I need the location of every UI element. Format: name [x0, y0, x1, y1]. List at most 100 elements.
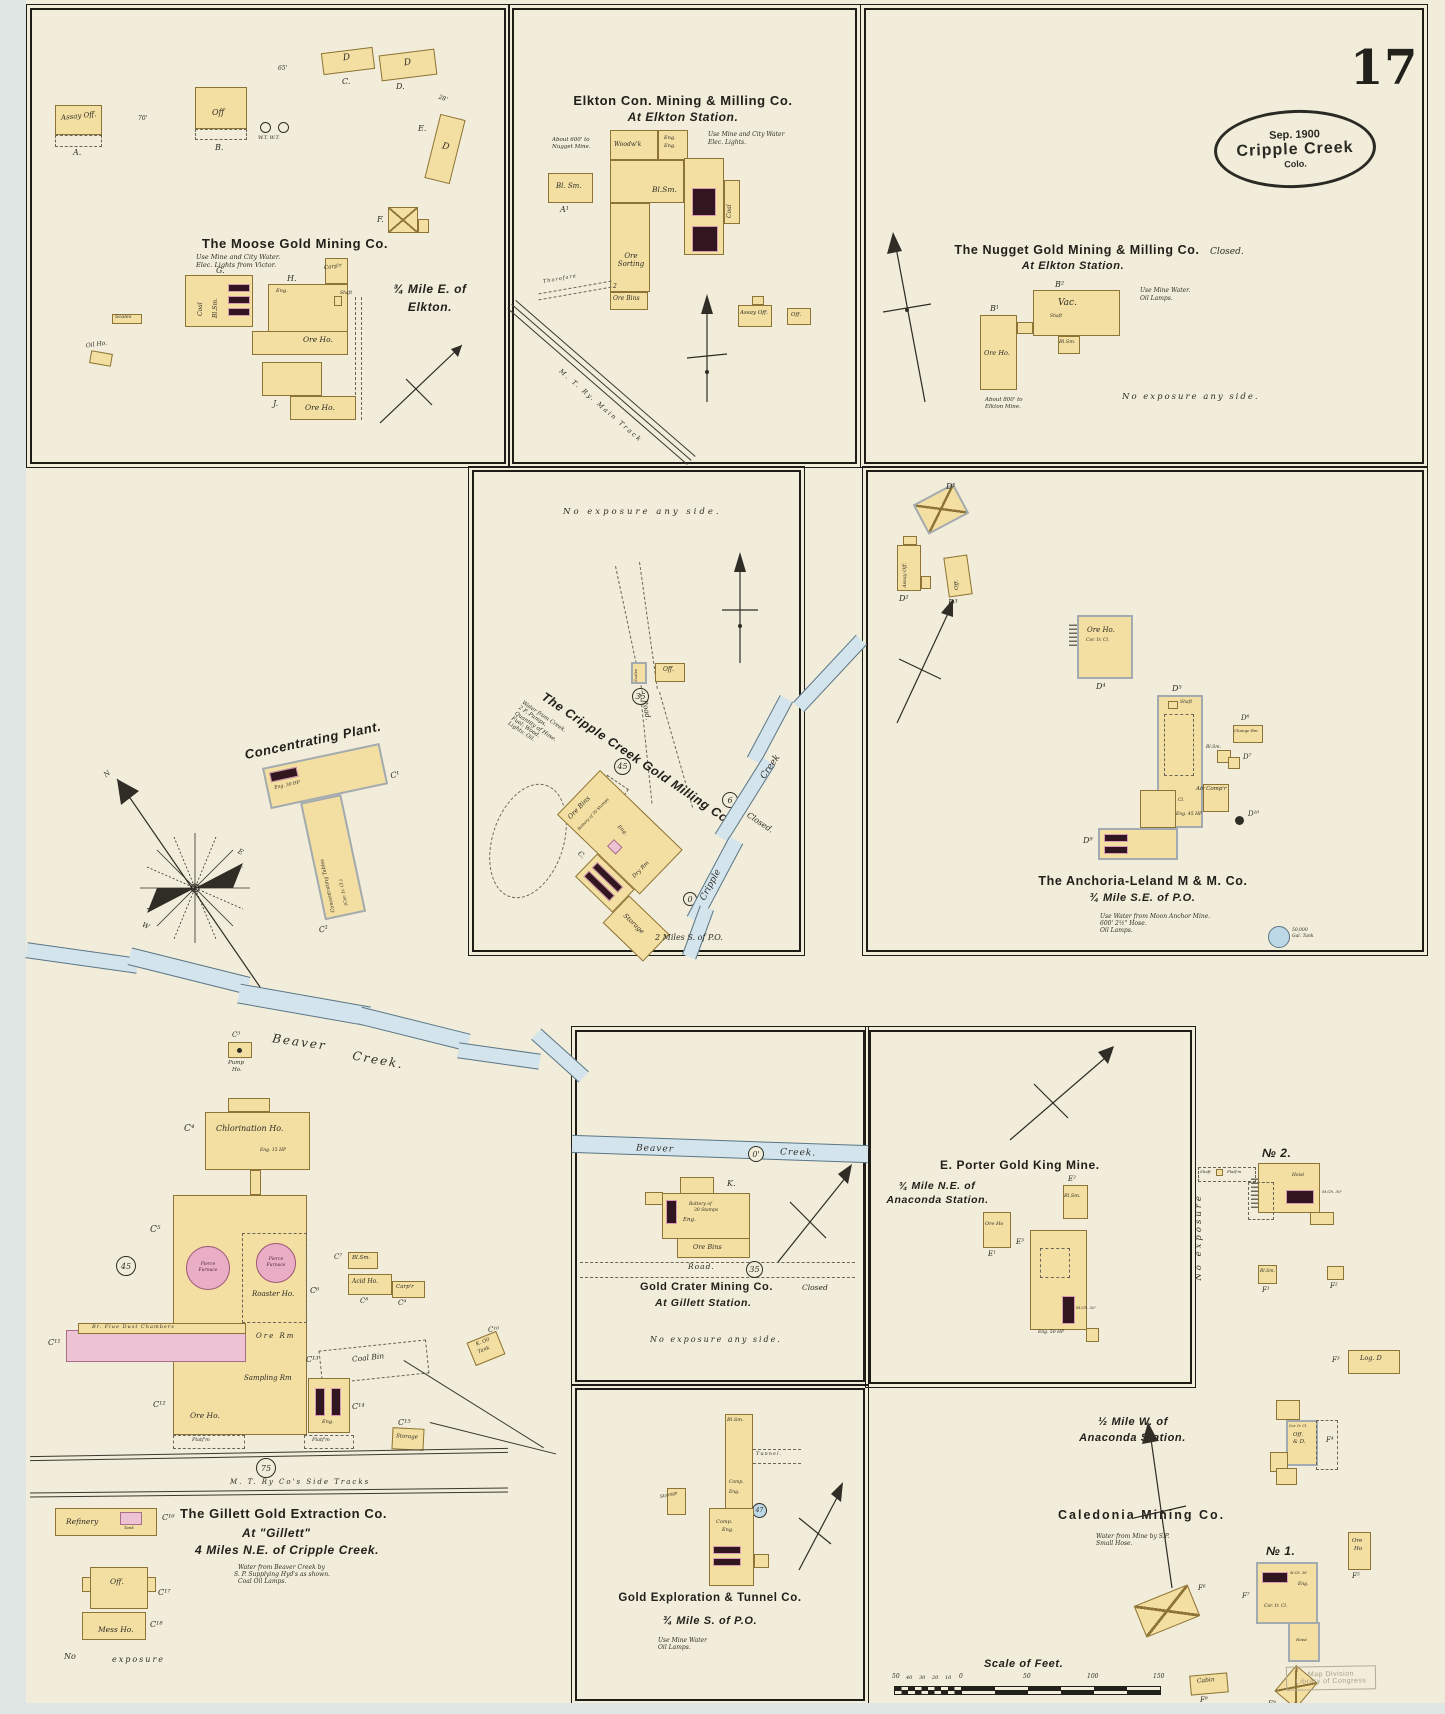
moose-bldg-carp [325, 258, 348, 284]
moose-boiler-3 [228, 308, 250, 316]
moose-h-oreho: Ore Ho. [303, 335, 333, 344]
cal-no1-wing [1288, 1622, 1320, 1662]
anchoria-tank-label-1: 50,000 [1292, 928, 1308, 933]
page-number: 17 [1350, 40, 1418, 96]
cal-f2-building [1327, 1266, 1344, 1280]
circle-75-gillett: 75 [256, 1458, 276, 1478]
explo-boiler-2 [713, 1558, 741, 1566]
gillett-c4-label: C⁴ [184, 1124, 195, 1134]
gillett-platform-2 [304, 1435, 354, 1449]
nugget-title: The Nugget Gold Mining & Milling Co. [954, 243, 1200, 257]
elkton-assay-porch [752, 296, 764, 305]
conc-c2-label: C² [318, 923, 330, 935]
gillett-loc: 4 Miles N.E. of Cripple Creek. [195, 1543, 380, 1557]
crater-road-1 [580, 1262, 855, 1263]
nugget-b1-label: B¹ [990, 304, 1000, 313]
explo-comp-label: Comp. [729, 1480, 744, 1485]
elkton-a1-label: A¹ [560, 205, 569, 214]
north-arrow-porter [1009, 1046, 1114, 1141]
porter-loc-1: ¾ Mile N.E. of [898, 1180, 976, 1192]
moose-g-blsm: Bl.Sm. [212, 298, 219, 318]
anchoria-ore-house [1077, 615, 1133, 679]
porter-title: E. Porter Gold King Mine. [940, 1158, 1100, 1172]
cal-f3-name: Log. D [1360, 1354, 1382, 1362]
nugget-note-2: Oil Lamps. [1140, 295, 1173, 302]
explo-title: Gold Exploration & Tunnel Co. [618, 1592, 802, 1604]
anchoria-d1-label: D¹ [946, 482, 956, 491]
moose-bldg-h-lower [252, 331, 348, 355]
compass-rose [116, 778, 272, 1004]
library-stamp-line-2: Library of Congress [1295, 1677, 1367, 1686]
gillett-c6-label: C⁶ [310, 1286, 320, 1295]
siderail-label: M. T. Ry Co's Side Tracks [230, 1478, 371, 1486]
pierce-furnace-2-label: Pierce Furnace [266, 1257, 286, 1268]
cal-f3-building [1348, 1350, 1400, 1374]
pump-label-1: Pump [228, 1060, 244, 1066]
moose-d1-label: D [342, 52, 351, 64]
cal-no2-shaft-box [1216, 1169, 1223, 1176]
nugget-oreho-label: Ore Ho. [984, 349, 1010, 357]
moose-note-2: Elec. Lights from Victor. [196, 261, 277, 269]
nugget-vac-label: Vac. [1058, 298, 1077, 308]
milling-noexp: No exposure any side. [563, 507, 722, 517]
elkton-ore-bins [610, 292, 648, 310]
nugget-noexp: No exposure any side. [1122, 392, 1260, 402]
gillett-storage-label: Storage [395, 1433, 419, 1441]
anchoria-boiler-1 [1104, 834, 1128, 842]
moose-dim-65: 65' [278, 65, 288, 72]
moose-off-label: Off [212, 108, 225, 117]
gillett-main-c5 [173, 1195, 307, 1435]
crater-k-bottom [677, 1238, 750, 1258]
crater-closed: Closed [802, 1283, 828, 1292]
gillett-c13-label: C¹³ [306, 1355, 319, 1364]
elkton-coal-label: Coal [726, 204, 733, 218]
cal-no2-dashed [1248, 1182, 1274, 1220]
gillett-acid-house [348, 1274, 392, 1295]
gillett-c16-label: C¹⁶ [162, 1513, 175, 1522]
moose-f-label: F. [377, 215, 384, 224]
gillett-flue-top [78, 1323, 246, 1334]
anchoria-boiler-2 [1104, 846, 1128, 854]
siderail-diag-1 [403, 1360, 544, 1449]
crater-battery-1: Battery of [689, 1202, 712, 1207]
cal-f6-label: F⁶ [1198, 1584, 1206, 1592]
moose-d2-label: D [403, 57, 412, 69]
crater-k-top [680, 1177, 714, 1194]
gillett-c5-label: C⁵ [150, 1225, 161, 1235]
panel-elkton [508, 4, 861, 468]
circle-45-gillett: 45 [116, 1256, 136, 1276]
cal-no2-ladder [1251, 1178, 1258, 1208]
crater-boiler [666, 1200, 677, 1224]
porter-mch-label: M.Ch. 30' [1076, 1305, 1096, 1310]
elkton-eng-label: Eng. [664, 135, 676, 141]
nugget-vac [1033, 290, 1120, 336]
gillett-orerm-label: Ore Rm [256, 1332, 296, 1340]
gillett-noexp-2: exposure [112, 1655, 165, 1664]
scale-tick-10: 10 [945, 1675, 952, 1681]
cal-f4-off-1: Off. [1293, 1432, 1304, 1438]
beaver-crater-label-1: Beaver [635, 1143, 675, 1155]
crater-noexp: No exposure any side. [650, 1335, 782, 1344]
cal-f5-label: F⁵ [1352, 1572, 1360, 1580]
scale-tick-50r: 50 [1023, 1673, 1031, 1680]
panel-moose [26, 4, 510, 468]
cal-f4-off-2: & D. [1293, 1439, 1306, 1445]
cal-no2-platform [1198, 1167, 1256, 1182]
moose-scales-label: Scales [115, 314, 132, 320]
milling-scales [631, 662, 647, 684]
cal-f7-label: F⁷ [1242, 1592, 1250, 1600]
moose-wt-label: W.T. W.T. [258, 135, 280, 141]
elkton-stamp-battery-1 [692, 188, 716, 216]
cal-no2-platfm: Platf'm [1227, 1169, 1242, 1174]
anchoria-air-comp [1203, 784, 1229, 812]
anchoria-air-label: Air Comp'r [1196, 786, 1227, 792]
crater-road-label: Road. [688, 1262, 715, 1271]
crater-eng-label: Eng. [683, 1217, 696, 1223]
gillett-c15-label: C¹⁵ [398, 1418, 411, 1427]
cal-f2-label: F² [1330, 1282, 1338, 1290]
cal-loc-1: ½ Mile W. of [1098, 1416, 1168, 1428]
panel-anchoria [862, 466, 1428, 956]
explo-eng2-label: Eng. [722, 1527, 734, 1533]
tunnel-dash-1 [753, 1449, 801, 1450]
circle-35-crater: 35 [746, 1261, 763, 1278]
